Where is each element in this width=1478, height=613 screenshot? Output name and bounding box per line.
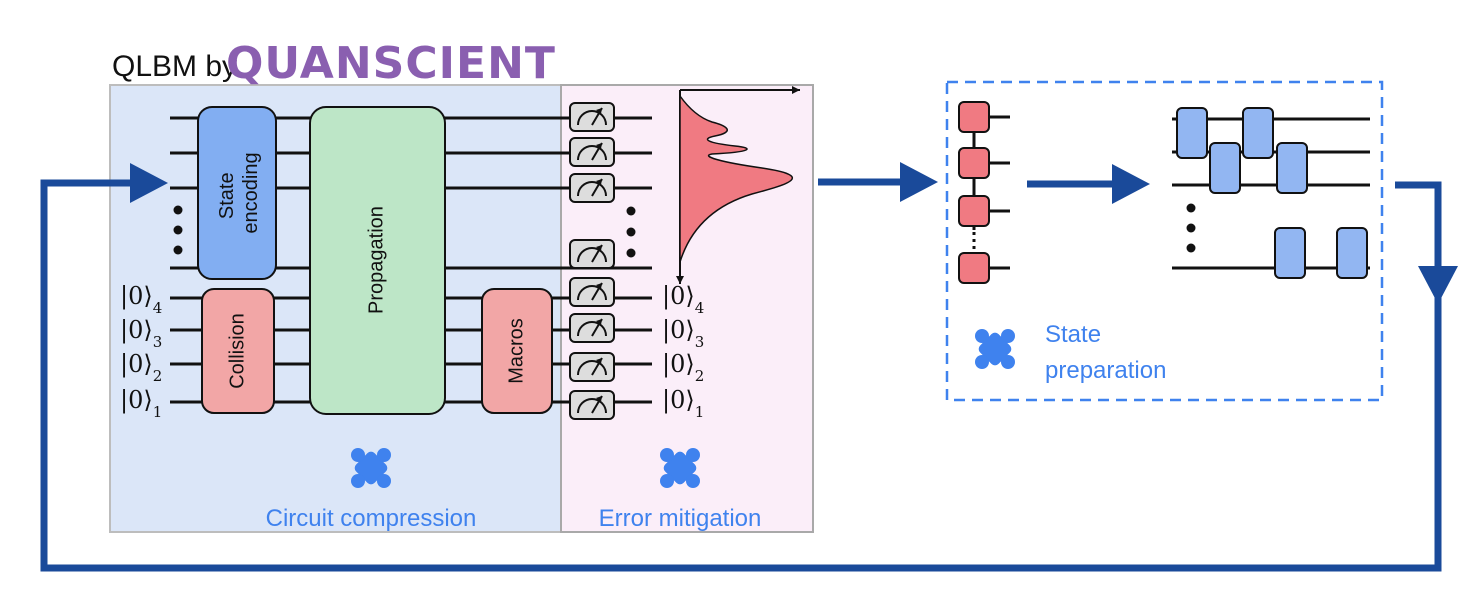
state-preparation-caption: State preparation (1045, 321, 1166, 384)
svg-text:|0⟩1: |0⟩1 (662, 386, 704, 421)
propagation-block (309, 106, 446, 415)
meter-icon (569, 137, 615, 167)
svg-text:|0⟩3: |0⟩3 (662, 316, 704, 351)
meter-icon (569, 239, 615, 269)
svg-text:|0⟩2: |0⟩2 (662, 350, 704, 385)
state-encoding-label: State encoding (216, 152, 262, 233)
brand-wordmark: QUANSCIENT (226, 38, 556, 89)
collision-label: Collision (226, 313, 248, 389)
svg-text:|0⟩3: |0⟩3 (120, 316, 162, 351)
state-encoding-block (197, 106, 277, 280)
title-prefix: QLBM by (112, 50, 238, 83)
state-preparation-panel (945, 80, 1384, 402)
macros-block (481, 288, 553, 414)
meter-icon (569, 390, 615, 420)
quanscient-logo-icon (660, 448, 700, 488)
propagation-label: Propagation (365, 206, 387, 314)
svg-text:|0⟩1: |0⟩1 (120, 386, 162, 421)
meter-icon (569, 277, 615, 307)
wire-ellipsis-left (173, 205, 183, 255)
measurement-meters (569, 102, 615, 420)
feedback-loop-arrow (40, 163, 1458, 572)
wire-ellipsis-right (626, 206, 636, 258)
ancilla-output-labels: |0⟩4 |0⟩3 |0⟩2 |0⟩1 (662, 282, 704, 421)
output-distribution (676, 86, 800, 284)
quanscient-logo-icon (351, 448, 391, 488)
mps-chain (958, 101, 1010, 284)
error-mitigation-caption: Error mitigation (599, 505, 762, 532)
meter-icon (569, 102, 615, 132)
meter-icon (569, 173, 615, 203)
circuit-compression-caption: Circuit compression (266, 505, 477, 532)
collision-block (201, 288, 275, 414)
svg-text:|0⟩4: |0⟩4 (120, 282, 162, 317)
svg-text:|0⟩4: |0⟩4 (662, 282, 704, 317)
ancilla-input-labels: |0⟩4 |0⟩3 |0⟩2 |0⟩1 (120, 282, 162, 421)
state-prep-circuit (1172, 107, 1370, 279)
quanscient-logo-icon (975, 329, 1015, 369)
meter-icon (569, 313, 615, 343)
macros-label: Macros (505, 318, 527, 384)
meter-icon (569, 352, 615, 382)
svg-text:|0⟩2: |0⟩2 (120, 350, 162, 385)
flow-arrows (818, 162, 1150, 204)
